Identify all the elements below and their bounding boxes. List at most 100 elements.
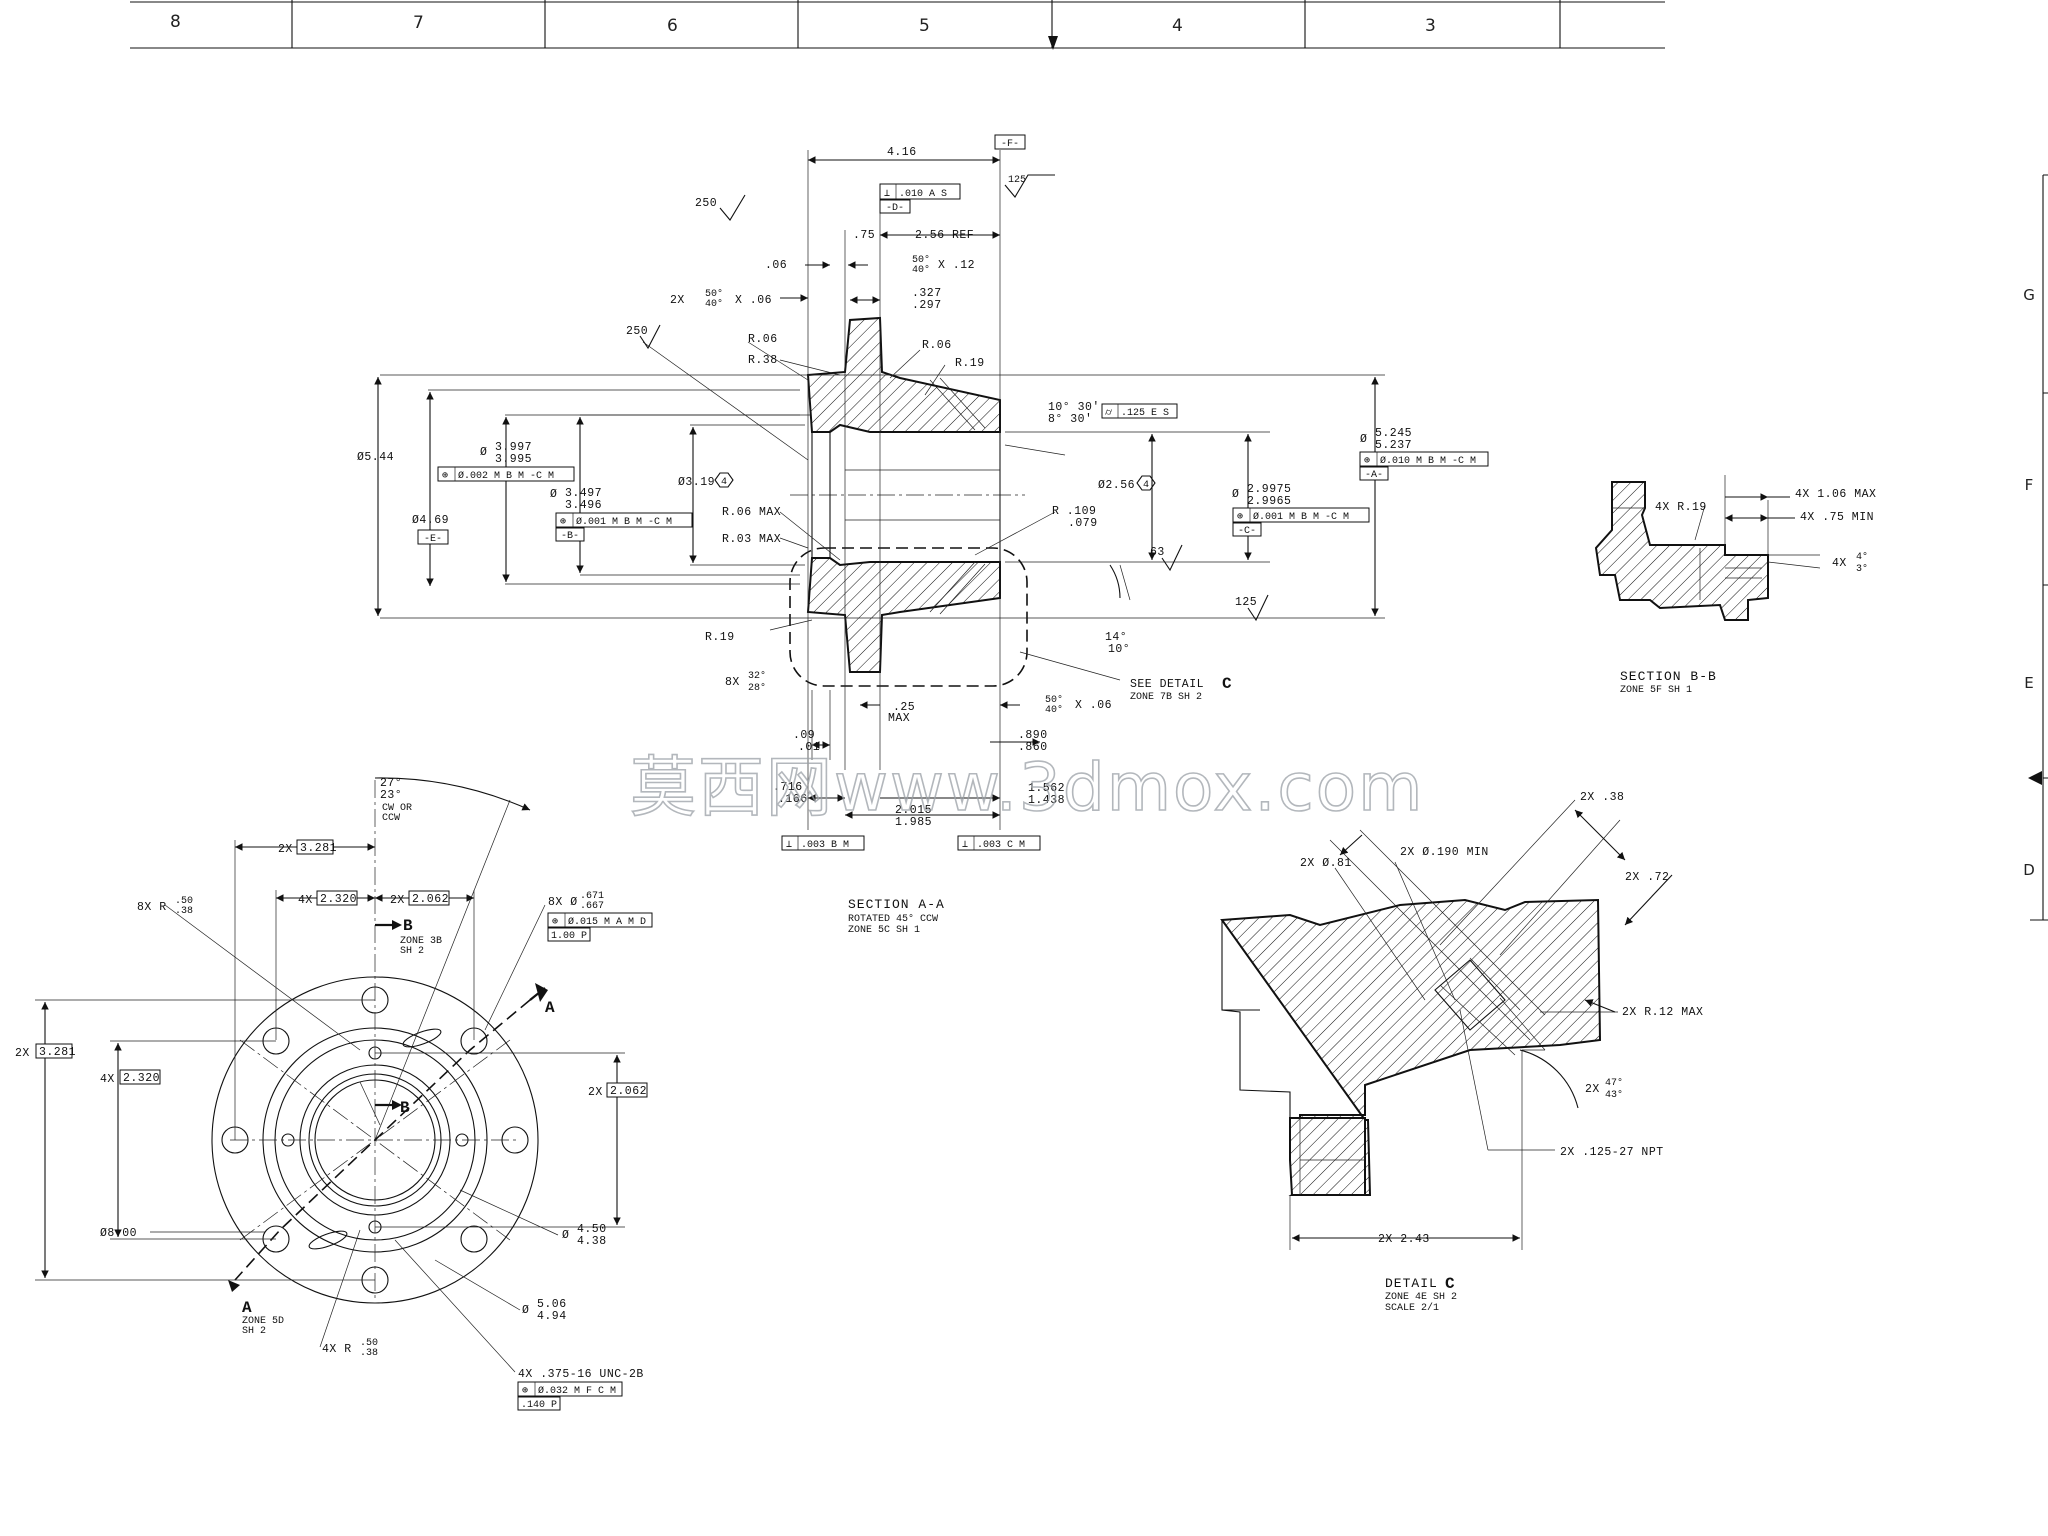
dim-50-bottom: 50° xyxy=(1045,694,1063,706)
hole-667: .667 xyxy=(580,901,604,912)
c-dim-2x-190: 2X Ø.190 MIN xyxy=(1400,846,1489,859)
angle-23: 23° xyxy=(380,789,402,802)
dia-4-50: 4.50 xyxy=(577,1223,607,1236)
datum-f: -F- xyxy=(994,134,1026,150)
dia-3-995: 3.995 xyxy=(495,453,532,466)
dim-327: .327 xyxy=(912,287,942,300)
fcf-hole: ⊕ Ø.015 M A M D 1.00 P xyxy=(547,912,653,942)
section-a-label-bottom: A xyxy=(242,1299,252,1317)
radius-06-max: R.06 MAX xyxy=(722,506,781,519)
dim-40-left: 40° xyxy=(705,298,723,310)
dia-8-00: Ø8.00 xyxy=(100,1227,137,1240)
fcf-4: ⊕ Ø.001 M B M -C M -C- xyxy=(1232,507,1370,537)
svg-text:Ø.015 M A M D: Ø.015 M A M D xyxy=(568,916,646,928)
dia-sym-1: Ø xyxy=(480,446,487,459)
dia-5-245: 5.245 xyxy=(1375,427,1412,440)
zone-col-3: 3 xyxy=(1425,16,1436,36)
c-npt: 2X .125-27 NPT xyxy=(1560,1146,1664,1159)
dia-4-38: 4.38 xyxy=(577,1235,607,1248)
fcf-2: ⊕ Ø.001 M B M -C M -B- xyxy=(555,512,693,542)
dia-5-44: Ø5.44 xyxy=(357,451,394,464)
angle-8-30: 8° 30' xyxy=(1048,413,1092,426)
zone-col-8: 8 xyxy=(170,12,181,32)
top-3281-value: 3.281 xyxy=(300,842,337,855)
section-a-label-top: A xyxy=(545,999,555,1017)
dia-sym-3: Ø xyxy=(1232,488,1239,501)
dia-3-997: 3.997 xyxy=(495,441,532,454)
dim-50-left: 50° xyxy=(705,288,723,300)
angle-10: 10° xyxy=(1108,643,1130,656)
dim-x-12: X .12 xyxy=(938,259,975,272)
dim-x-06-bottom: X .06 xyxy=(1075,699,1112,712)
b-ang-4x: 4X xyxy=(1832,557,1847,570)
angle-27: 27° xyxy=(380,777,402,790)
dim-2-015: 2.015 xyxy=(895,804,932,817)
svg-text:-E-: -E- xyxy=(424,534,442,545)
c-dim-2x-243: 2X 2.43 xyxy=(1378,1233,1430,1246)
section-arrow-b-center-icon xyxy=(392,1100,402,1110)
dia-2-9965: 2.9965 xyxy=(1247,495,1291,508)
dim-4-16: 4.16 xyxy=(887,146,917,159)
r4x-label: 4X R xyxy=(322,1343,352,1356)
dim-40-bottom: 40° xyxy=(1045,704,1063,716)
r4x-50: .50 xyxy=(360,1338,378,1349)
fcf-1: ⊕ Ø.002 M B M -C M xyxy=(437,466,575,482)
b-label-center: B xyxy=(400,1099,410,1117)
dim-1-562: 1.562 xyxy=(1028,782,1065,795)
dim-25-max: MAX xyxy=(888,712,910,725)
dia-sym-2: Ø xyxy=(550,488,557,501)
section-a-a-sub1: ROTATED 45° CCW xyxy=(848,913,938,925)
dim-2-56-ref: 2.56 REF xyxy=(915,229,974,242)
hole-671: .671 xyxy=(580,891,604,902)
radius-38: R.38 xyxy=(748,354,778,367)
angle-cw-or: CW OR xyxy=(382,803,412,814)
svg-text:Ø.001 M B M -C M: Ø.001 M B M -C M xyxy=(1253,511,1349,523)
dim-1-438: 1.438 xyxy=(1028,794,1065,807)
dia-5-06: 5.06 xyxy=(537,1298,567,1311)
zone-col-6: 6 xyxy=(667,16,678,36)
detail-c-title: DETAIL xyxy=(1385,1276,1438,1291)
right-2x-2062: 2X xyxy=(588,1086,603,1099)
b-zone-2: SH 2 xyxy=(400,946,424,957)
see-detail-c: C xyxy=(1222,675,1232,693)
svg-text:⊕: ⊕ xyxy=(1364,456,1370,467)
a-zone-2: SH 2 xyxy=(242,1326,266,1337)
radius-06-b: R.06 xyxy=(922,339,952,352)
see-detail-label: SEE DETAIL xyxy=(1130,678,1204,691)
svg-text:.125 E S: .125 E S xyxy=(1121,408,1169,419)
b-zone-1: ZONE 3B xyxy=(400,936,442,947)
top-4x-2320: 4X xyxy=(298,894,313,907)
front-view: 27° 23° CW OR CCW 2X 3.281 4X 2.320 2X 2… xyxy=(15,777,653,1411)
fcf-3: ⌭ .125 E S xyxy=(1101,403,1178,419)
angle-10-30: 10° 30' xyxy=(1048,401,1100,414)
zone-row-e: E xyxy=(2024,674,2033,692)
c-dim-2x-72: 2X .72 xyxy=(1625,871,1669,884)
hole-8x-label: 8X Ø xyxy=(548,896,578,909)
c-dim-2x-38: 2X .38 xyxy=(1580,791,1624,804)
zone-row-f: F xyxy=(2025,476,2034,494)
svg-text:Ø.010 M B M -C M: Ø.010 M B M -C M xyxy=(1380,455,1476,467)
dim-28: 28° xyxy=(748,682,766,694)
dia-3-497: 3.497 xyxy=(565,487,602,500)
dim-860: .860 xyxy=(1018,741,1048,754)
c-dim-2x-81: 2X Ø.81 xyxy=(1300,857,1352,870)
zone-border-right: G F E D xyxy=(2023,174,2048,921)
b-label-top: B xyxy=(403,917,413,935)
svg-text:⊕: ⊕ xyxy=(560,517,566,528)
section-b-b-title: SECTION B-B xyxy=(1620,669,1717,684)
svg-text:.140 P: .140 P xyxy=(521,1400,557,1411)
dia-4-69: Ø4.69 xyxy=(412,514,449,527)
dim-8x: 8X xyxy=(725,676,740,689)
fcf-d: ⊥ .010 A S -D- xyxy=(879,183,961,214)
dim-40-top: 40° xyxy=(912,264,930,276)
r8x-38: .38 xyxy=(175,906,193,917)
top-2x-2062: 2X xyxy=(390,894,405,907)
dia-4-94: 4.94 xyxy=(537,1310,567,1323)
detail-c-zone: ZONE 4E SH 2 xyxy=(1385,1292,1457,1303)
radius-06-a: R.06 xyxy=(748,333,778,346)
left-2x-3281: 2X xyxy=(15,1047,30,1060)
svg-text:Ø.032 M F C M: Ø.032 M F C M xyxy=(538,1385,616,1397)
svg-text:⊥: ⊥ xyxy=(962,840,968,851)
dim-1-985: 1.985 xyxy=(895,816,932,829)
c-ang-2x: 2X xyxy=(1585,1083,1600,1096)
